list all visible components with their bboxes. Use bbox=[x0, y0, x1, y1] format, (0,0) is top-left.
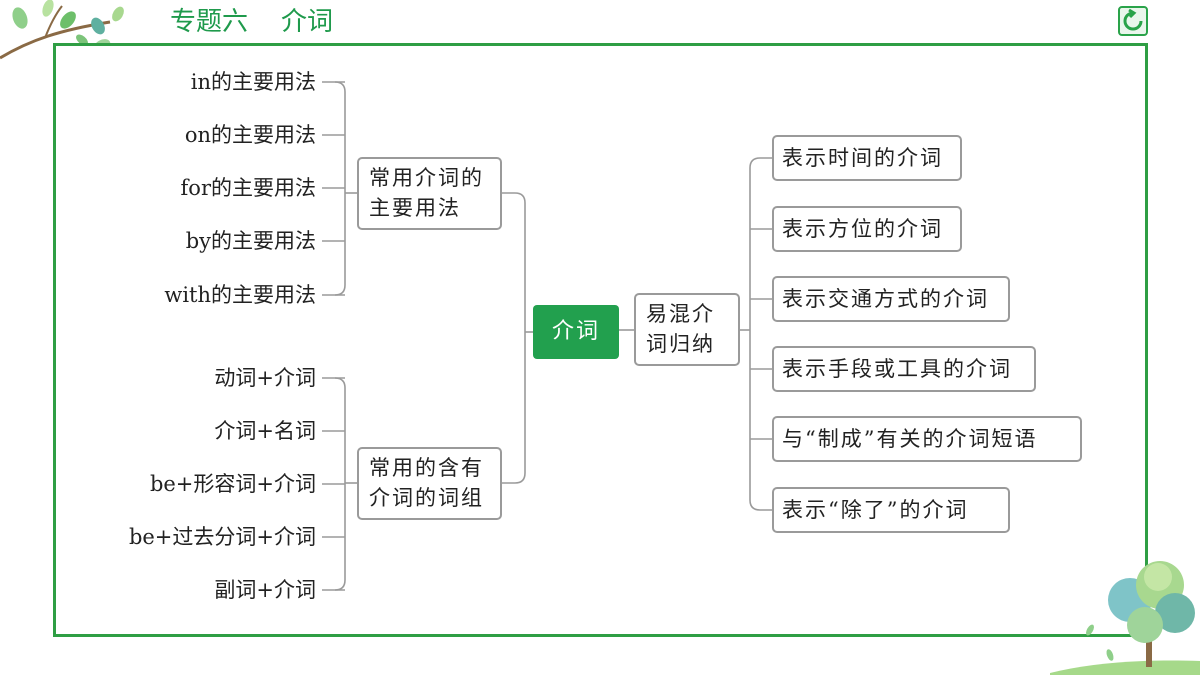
branch-leaves-icon bbox=[0, 0, 124, 60]
leaf-made-of-phrase: 与“制成”有关的介词短语 bbox=[772, 416, 1082, 462]
leaf-prep-noun: 介词+名词 bbox=[214, 419, 316, 443]
node-prep-phrases: 常用的含有 介词的词组 bbox=[357, 447, 502, 520]
leaf-transport-prep: 表示交通方式的介词 bbox=[772, 276, 1010, 322]
leaf-for-usage: for的主要用法 bbox=[180, 176, 316, 200]
node-label-line1: 常用的含有 bbox=[369, 456, 484, 480]
leaf-on-usage: on的主要用法 bbox=[184, 123, 316, 147]
leaf-except-prep: 表示“除了”的介词 bbox=[772, 487, 1010, 533]
node-label-line1: 常用介词的 bbox=[369, 166, 484, 190]
leaf-position-prep: 表示方位的介词 bbox=[772, 206, 962, 252]
leaf-adv-prep: 副词+介词 bbox=[214, 578, 316, 602]
tree-icon bbox=[1050, 561, 1200, 675]
page-title: 专题六 介词 bbox=[170, 7, 334, 37]
leaf-time-prep: 表示时间的介词 bbox=[772, 135, 962, 181]
leaf-by-usage: by的主要用法 bbox=[185, 229, 316, 253]
node-label-line2: 主要用法 bbox=[369, 196, 461, 220]
refresh-back-icon bbox=[1123, 8, 1143, 31]
leaf-means-tool-prep: 表示手段或工具的介词 bbox=[772, 346, 1036, 392]
leaf-with-usage: with的主要用法 bbox=[164, 283, 316, 307]
leaf-in-usage: in的主要用法 bbox=[190, 70, 316, 94]
back-button[interactable] bbox=[1118, 6, 1148, 36]
node-confusing-prepositions: 易混介 词归纳 bbox=[634, 293, 740, 366]
node-common-prepositions: 常用介词的 主要用法 bbox=[357, 157, 502, 230]
node-label-line2: 词归纳 bbox=[646, 332, 715, 356]
leaf-be-pp-prep: be+过去分词+介词 bbox=[128, 525, 316, 549]
node-label-line1: 易混介 bbox=[646, 302, 715, 326]
leaf-be-adj-prep: be+形容词+介词 bbox=[149, 472, 316, 496]
leaf-verb-prep: 动词+介词 bbox=[214, 366, 316, 390]
center-node: 介词 bbox=[533, 305, 619, 359]
node-label-line2: 介词的词组 bbox=[369, 486, 484, 510]
